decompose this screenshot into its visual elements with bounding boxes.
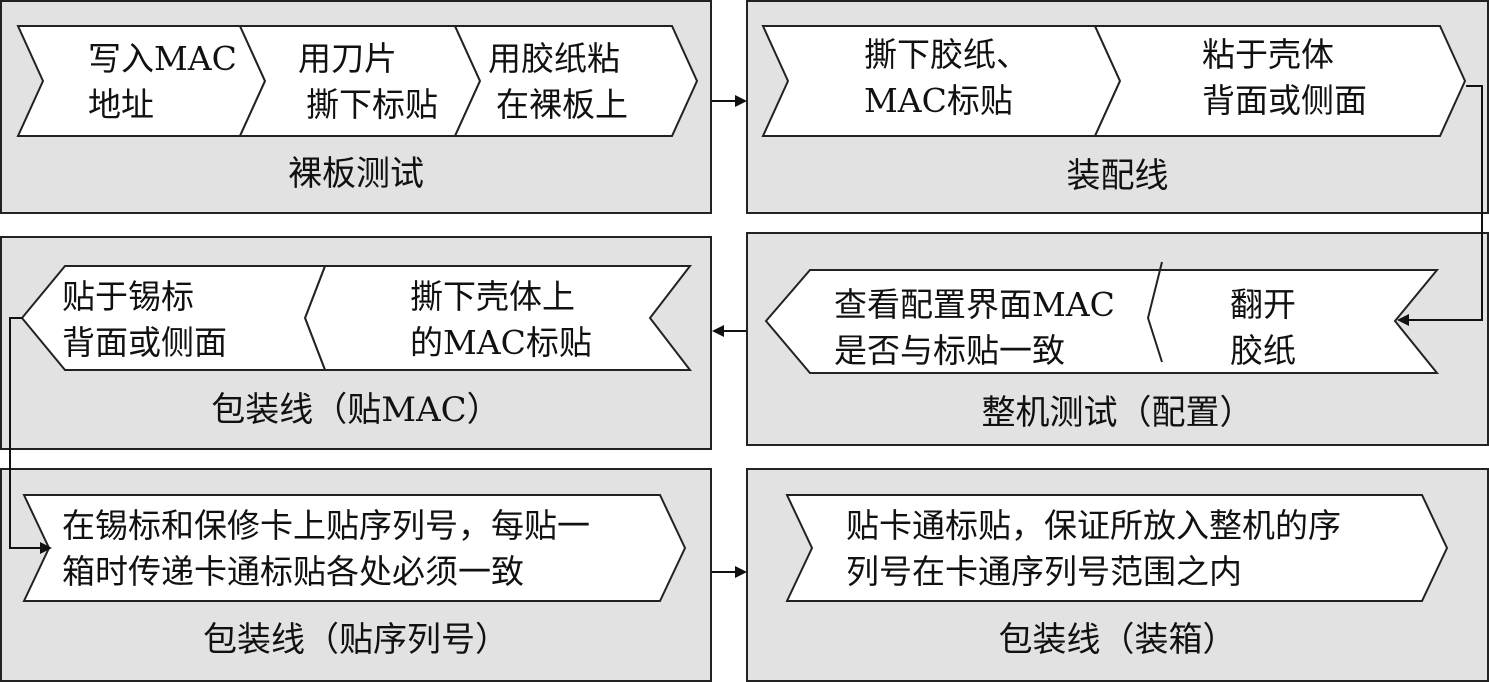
connector-arrows: [9, 85, 1483, 578]
step-text-serial-label: 在锡标和保修卡上贴序列号，每贴一 箱时传递卡通标贴各处必须一致: [62, 503, 590, 595]
step-text-stick-shell: 粘于壳体 背面或侧面: [1202, 32, 1367, 124]
step-line: 撕下标贴: [306, 85, 438, 124]
step-line: 用胶纸粘: [488, 39, 620, 78]
step-line: 贴于锡标: [62, 277, 194, 316]
step-text-peel-label: 用刀片 撕下标贴: [298, 36, 438, 128]
step-line: 贴卡通标贴，保证所放入整机的序: [846, 506, 1341, 545]
step-text-open-tape: 翻开 胶纸: [1230, 282, 1296, 374]
step-line: 写入MAC: [88, 39, 237, 78]
chevron-step-stick-shell: [1093, 25, 1467, 137]
panel-title-packing-mac: 包装线（贴MAC）: [211, 390, 501, 430]
step-text-write-mac: 写入MAC 地址: [88, 36, 237, 128]
step-line: 在锡标和保修卡上贴序列号，每贴一: [62, 506, 590, 545]
step-text-stick-tin-label: 贴于锡标 背面或侧面: [62, 274, 227, 366]
chevron-step-carton-label: [785, 494, 1449, 602]
panel-title-assembly-line: 装配线: [1066, 156, 1169, 196]
panel-title-whole-machine-test: 整机测试（配置）: [981, 393, 1254, 433]
step-text-tape-board: 用胶纸粘 在裸板上: [488, 36, 628, 128]
step-text-check-config: 查看配置界面MAC 是否与标贴一致: [834, 282, 1115, 374]
step-line: 用刀片: [298, 39, 397, 78]
step-line: 箱时传递卡通标贴各处必须一致: [62, 552, 524, 591]
chevron-group-assembly: [761, 25, 1467, 137]
panel-title-packing-boxing: 包装线（装箱）: [998, 620, 1237, 660]
step-line: 在裸板上: [496, 85, 628, 124]
step-line: 撕下胶纸、: [864, 35, 1029, 74]
step-line: 是否与标贴一致: [834, 331, 1065, 370]
step-line: 地址: [88, 85, 154, 124]
step-line: 撕下壳体上: [410, 277, 575, 316]
step-line: 胶纸: [1230, 331, 1296, 370]
chevron-divider-whole-test: [1146, 261, 1163, 363]
step-line: 背面或侧面: [62, 323, 227, 362]
panel-title-bare-board-test: 裸板测试: [288, 154, 424, 194]
step-line: 查看配置界面MAC: [834, 285, 1115, 324]
step-line: 翻开: [1230, 285, 1296, 324]
panel-title-packing-serial: 包装线（贴序列号）: [203, 620, 509, 660]
chevron-step-tape-board: [453, 25, 699, 137]
step-line: 粘于壳体: [1202, 35, 1334, 74]
arrow-assembly-to-whole-test: [1397, 85, 1483, 326]
step-line: 列号在卡通序列号范围之内: [846, 552, 1242, 591]
arrow-pack-mac-to-pack-serial: [9, 317, 52, 554]
chevron-group-bare-board: [16, 25, 699, 137]
chevron-group-whole-test: [764, 261, 1440, 374]
chevron-shape-whole-test: [764, 269, 1440, 374]
step-text-carton-label: 贴卡通标贴，保证所放入整机的序 列号在卡通序列号范围之内: [846, 503, 1341, 595]
step-text-peel-tape: 撕下胶纸、 MAC标贴: [864, 32, 1029, 124]
chevron-step-stick-tin-label: [20, 265, 327, 371]
chevron-group-pack-mac: [20, 265, 693, 371]
step-line: MAC标贴: [864, 81, 1013, 120]
step-text-peel-shell-mac: 撕下壳体上 的MAC标贴: [410, 274, 592, 366]
step-line: 的MAC标贴: [410, 323, 592, 362]
step-line: 背面或侧面: [1202, 81, 1367, 120]
